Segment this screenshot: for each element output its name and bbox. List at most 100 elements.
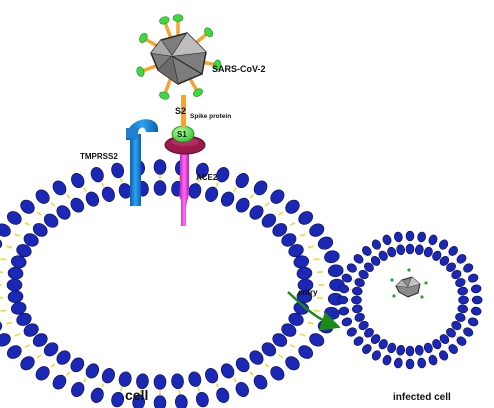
lipid-head [70, 357, 85, 373]
lipid-tail [362, 336, 365, 338]
lipid-head [0, 223, 11, 237]
virus-spike-tip [172, 14, 184, 22]
internalized-virus [395, 276, 421, 298]
spike-fragment [407, 268, 411, 272]
lipid-head [101, 368, 115, 384]
lipid-head [56, 350, 71, 365]
lipid-tail [455, 336, 458, 338]
lipid-head [270, 366, 285, 381]
lipid-tail [178, 176, 181, 181]
lipid-head [90, 387, 104, 403]
infected-cell-membrane [337, 230, 483, 370]
lipid-head [317, 236, 334, 250]
lipid-head [118, 371, 132, 387]
lipid-head [235, 197, 250, 213]
lipid-head [439, 256, 450, 266]
lipid-head [71, 173, 85, 189]
lipid-tail [378, 249, 381, 252]
lipid-head [288, 312, 304, 326]
lipid-head [378, 250, 388, 261]
lipid-tail [455, 262, 458, 264]
lipid-head [463, 263, 474, 273]
lipid-head [354, 313, 365, 322]
lipid-head [253, 180, 268, 196]
virus-spike-tip [136, 66, 145, 77]
spike-fragment [390, 278, 394, 282]
virus-spike-tip [204, 27, 214, 38]
label-s2: S2 [175, 106, 186, 116]
lipid-head [353, 336, 364, 346]
virus-spike-tip [139, 33, 148, 43]
lipid-head [20, 199, 35, 214]
lipid-head [153, 374, 167, 390]
lipid-head [111, 162, 125, 179]
lipid-head [351, 295, 362, 305]
lipid-head [351, 304, 363, 314]
lipid-head [405, 345, 415, 357]
lipid-tail [50, 202, 56, 207]
lipid-head [298, 211, 314, 225]
lipid-head [446, 262, 456, 272]
label-tmprss2: TMPRSS2 [80, 152, 118, 161]
lipid-tail [362, 262, 365, 264]
spike-fragment [420, 295, 424, 299]
lipid-head [35, 189, 50, 204]
lipid-tail [139, 389, 142, 394]
lipid-head [405, 358, 415, 370]
lipid-head [90, 167, 104, 183]
lipid-tail [356, 327, 359, 330]
released-spike-fragments [390, 268, 428, 299]
spike-fragment [424, 281, 428, 285]
lipid-tail [83, 377, 88, 383]
label-spike-protein: Spike protein [190, 113, 231, 120]
lipid-tail [289, 344, 296, 348]
lipid-head [423, 246, 433, 258]
lipid-head [7, 290, 24, 304]
lipid-head [446, 328, 456, 338]
lipid-head [439, 350, 449, 361]
lipid-head [439, 334, 450, 344]
lipid-head [85, 363, 100, 379]
lipid-head [7, 266, 24, 280]
lipid-head [428, 354, 438, 366]
lipid-tail [14, 233, 21, 237]
lipid-head [470, 306, 482, 316]
lipid-head [281, 233, 297, 247]
lipid-head [362, 344, 372, 354]
lipid-head [188, 371, 202, 387]
s2-stalk [181, 95, 186, 127]
lipid-head [417, 357, 427, 369]
lipid-head [354, 278, 365, 287]
lipid-tail [197, 387, 201, 392]
lipid-tail [101, 383, 105, 388]
lipid-head [70, 197, 85, 213]
lipid-head [43, 213, 59, 228]
lipid-tail [289, 222, 296, 226]
lipid-head [195, 162, 209, 179]
lipid-head [235, 357, 250, 373]
lipid-head [6, 345, 22, 359]
lipid-head [364, 328, 374, 338]
lipid-head [346, 263, 357, 273]
lipid-tail [197, 178, 201, 183]
lipid-head [396, 344, 406, 356]
lipid-head [337, 295, 349, 305]
lipid-tail [370, 343, 373, 345]
label-sars-cov-2: SARS-CoV-2 [212, 64, 266, 74]
lipid-head [111, 391, 125, 408]
lipid-tail [232, 187, 237, 193]
lipid-head [216, 167, 230, 183]
virus-spike-tip [159, 91, 170, 100]
lipid-head [296, 266, 313, 280]
lipid-head [309, 333, 325, 347]
lipid-head [382, 234, 392, 246]
lipid-head [136, 373, 149, 390]
lipid-head [0, 236, 3, 250]
lipid-tail [101, 182, 105, 187]
lipid-head [378, 339, 388, 350]
lipid-head [16, 244, 32, 258]
lipid-head [470, 284, 482, 294]
lipid-head [341, 317, 353, 327]
lipid-head [414, 344, 424, 356]
